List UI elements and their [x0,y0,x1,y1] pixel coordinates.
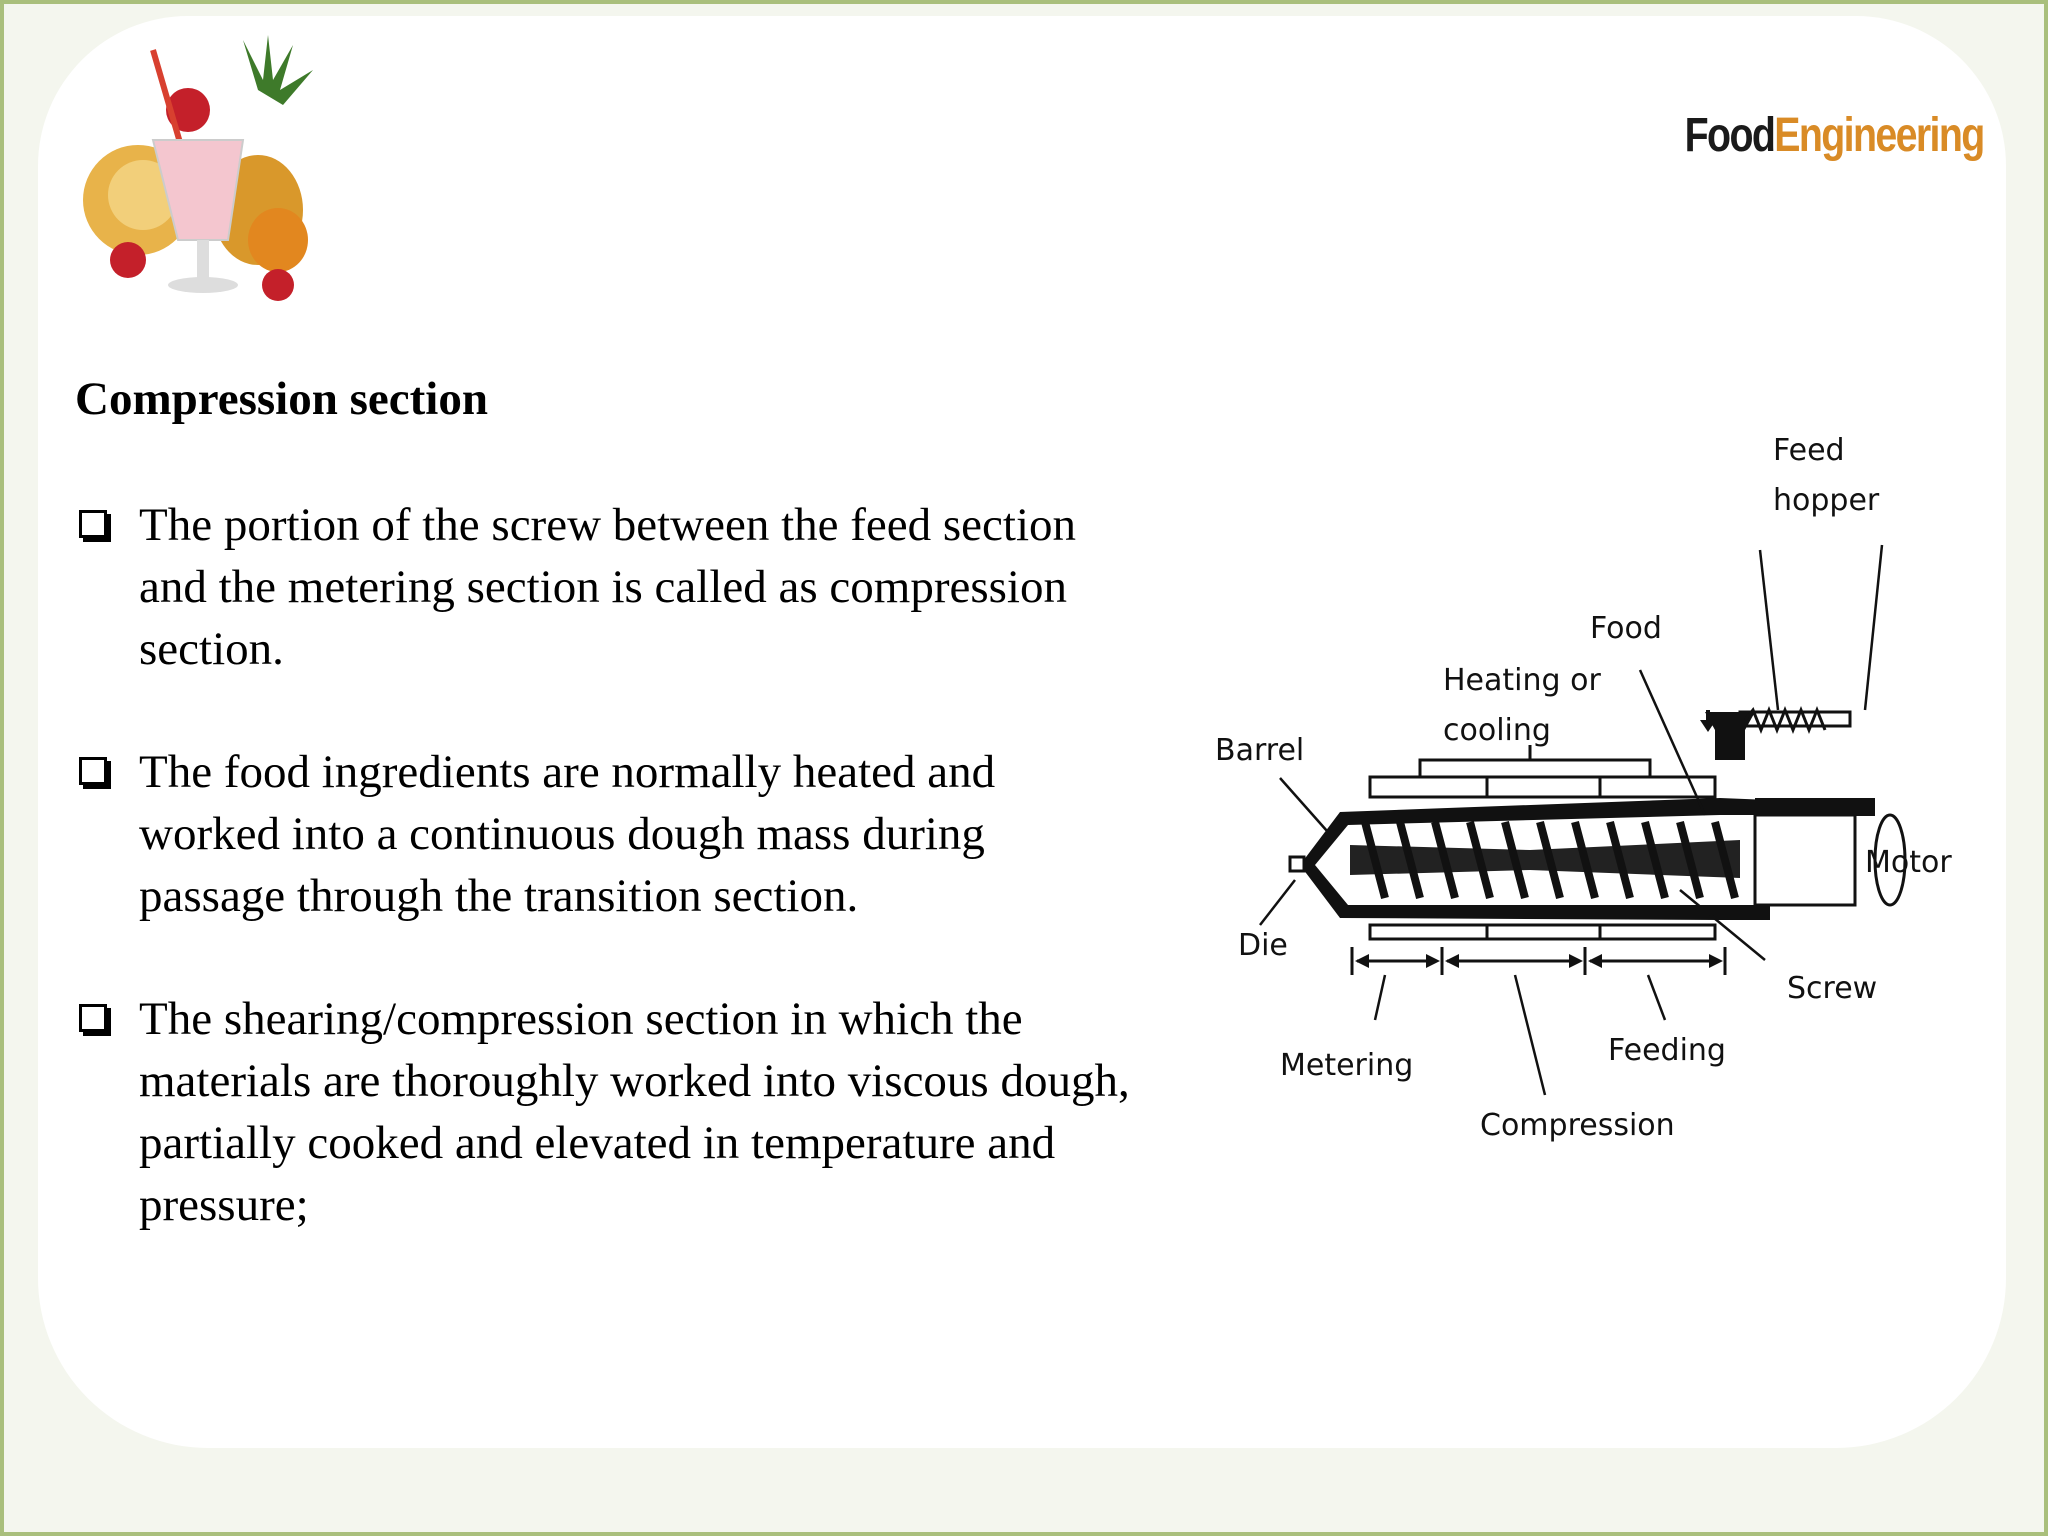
checkbox-bullet-icon [79,1004,107,1032]
screw [1350,820,1740,900]
checkbox-bullet-icon [79,757,107,785]
checkbox-bullet-icon [79,510,107,538]
extruder-diagram: Feed hopper Food Heating or cooling Barr… [1215,433,1952,1143]
bullet-item: The food ingredients are normally heated… [75,741,1135,927]
label-feeding: Feeding [1608,1033,1726,1068]
heater-bands [1368,745,1717,941]
section-arrows [1350,947,1727,975]
label-feed-hopper-1: Feed [1773,433,1845,468]
bullet-text: The portion of the screw between the fee… [139,499,1077,675]
label-heating-1: Heating or [1443,663,1601,698]
food-engineering-logo: FoodEngineering [1684,108,1986,163]
label-metering: Metering [1280,1048,1413,1083]
bullet-text: The shearing/compression section in whic… [139,993,1130,1231]
label-compression: Compression [1480,1108,1675,1143]
slide-title: Compression section [75,373,488,425]
label-die: Die [1238,928,1288,963]
label-heating-2: cooling [1443,713,1551,748]
brand-food-text: Food [1684,109,1776,162]
label-barrel: Barrel [1215,733,1304,768]
smoothie-logo-image [83,35,313,301]
bullet-item: The portion of the screw between the fee… [75,494,1135,680]
leader-lines [1259,544,1884,1096]
brand-engineering-text: Engineering [1774,109,1986,162]
label-food: Food [1590,611,1662,646]
slide-card [38,16,2006,1448]
label-feed-hopper-2: hopper [1773,483,1880,518]
feed-hopper [1700,705,1852,760]
label-screw: Screw [1787,971,1877,1006]
bullet-item: The shearing/compression section in whic… [75,988,1135,1236]
label-motor: Motor [1865,845,1952,880]
bullet-list: The portion of the screw between the fee… [75,494,1135,1297]
bullet-text: The food ingredients are normally heated… [139,746,996,922]
